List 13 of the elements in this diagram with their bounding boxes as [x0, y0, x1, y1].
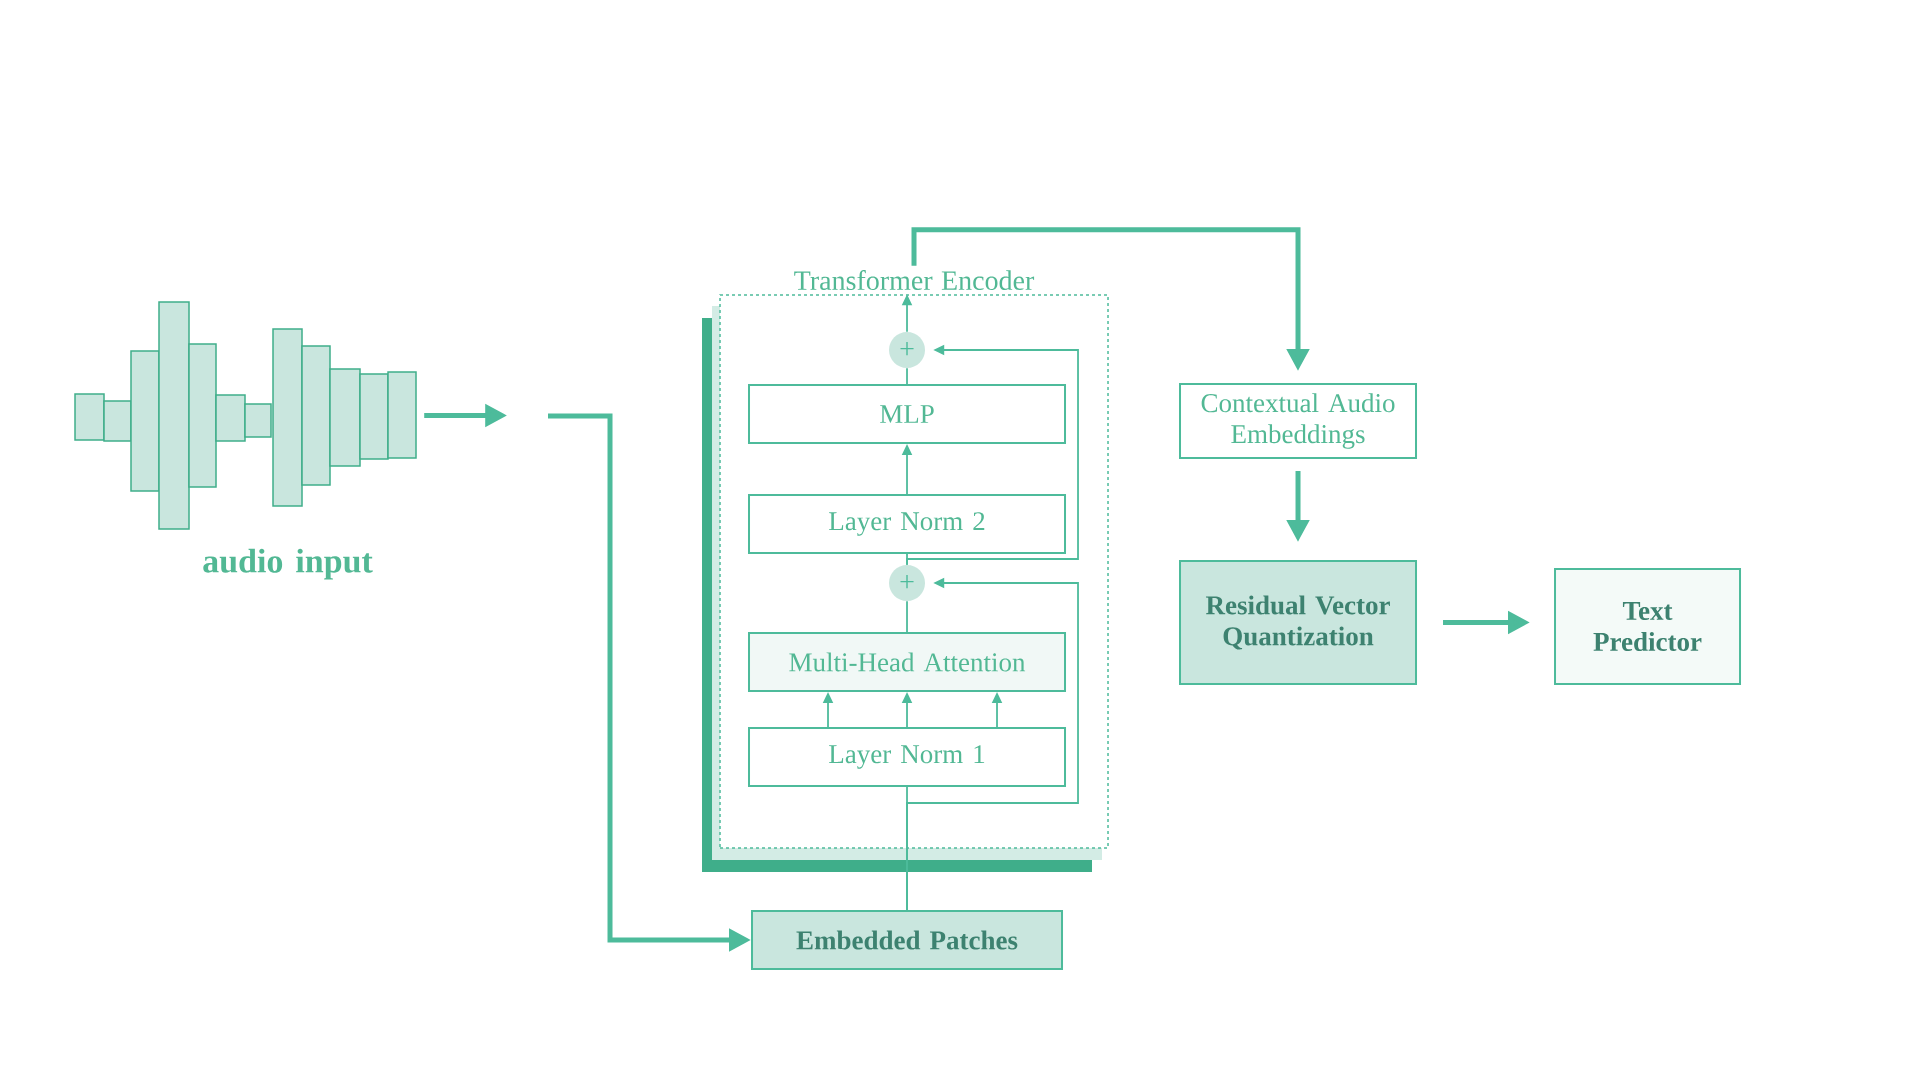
node-label: Transformer Encoder [794, 270, 1035, 291]
process-box: Multi-Head Attention [748, 632, 1066, 692]
node-label: audio input [203, 548, 373, 580]
process-box: Contextual Audio Embeddings [1179, 383, 1417, 459]
process-box: Text Predictor [1554, 568, 1741, 685]
process-box: Residual Vector Quantization [1179, 560, 1417, 685]
connector-line [906, 600, 908, 633]
process-box: MLP [748, 384, 1066, 444]
process-box: Layer Norm 1 [748, 727, 1066, 787]
connector-line [906, 367, 908, 385]
process-box: Embedded Patches [751, 910, 1063, 970]
process-box: Layer Norm 2 [748, 494, 1066, 554]
waveform-drawing [74, 301, 417, 530]
